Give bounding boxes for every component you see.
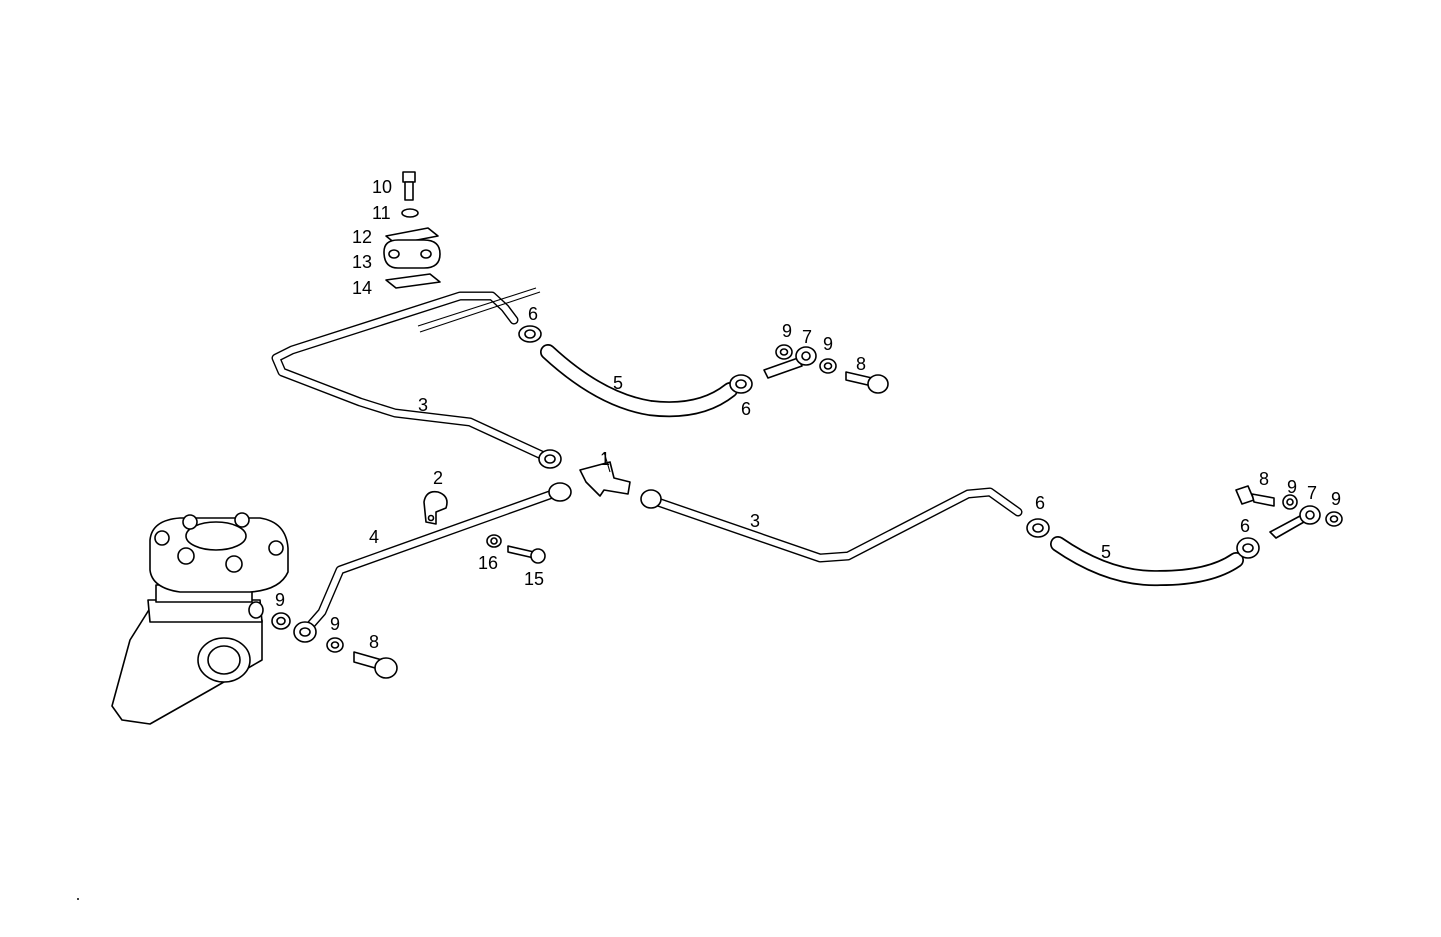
callout-5-a: 5	[613, 373, 623, 393]
callout-5-b: 5	[1101, 542, 1111, 562]
callout-6-a: 6	[528, 304, 538, 324]
banjo-fitting-upper	[763, 344, 889, 394]
callout-3-b: 3	[750, 511, 760, 531]
callout-7-a: 7	[802, 327, 812, 347]
callout-8-c: 8	[369, 632, 379, 652]
callout-9-c: 9	[1287, 477, 1297, 497]
hose-5-upper	[518, 325, 753, 418]
callout-16: 16	[478, 553, 498, 573]
callout-labels: 10 11 12 13 14 6 9 7 9 8 5 6 3 1 2 4 16 …	[275, 177, 1341, 652]
callout-12: 12	[352, 227, 372, 247]
scan-dot	[77, 898, 79, 900]
callout-6-c: 6	[1035, 493, 1045, 513]
banjo-fitting-lower	[1235, 485, 1343, 539]
callout-10: 10	[372, 177, 392, 197]
callout-9-d: 9	[1331, 489, 1341, 509]
callout-9-e: 9	[275, 590, 285, 610]
callout-6-b: 6	[741, 399, 751, 419]
callout-6-d: 6	[1240, 516, 1250, 536]
callout-14: 14	[352, 278, 372, 298]
callout-15: 15	[524, 569, 544, 589]
clamp-assembly	[383, 171, 441, 289]
callout-3-a: 3	[418, 395, 428, 415]
clip-2	[423, 490, 448, 525]
callout-4: 4	[369, 527, 379, 547]
callout-8-b: 8	[1259, 469, 1269, 489]
callout-7-b: 7	[1307, 483, 1317, 503]
callout-9-b: 9	[823, 334, 833, 354]
callout-9-a: 9	[782, 321, 792, 341]
callout-11: 11	[372, 203, 391, 223]
pump-housing	[111, 512, 291, 725]
callout-2: 2	[433, 468, 443, 488]
hose-5-lower	[1026, 518, 1260, 587]
pipe-3-upper	[271, 287, 562, 469]
pipe-4	[293, 482, 572, 643]
callout-8-a: 8	[856, 354, 866, 374]
callout-1: 1	[600, 449, 610, 469]
banjo-fitting-left	[326, 637, 398, 679]
callout-13: 13	[352, 252, 372, 272]
tee-fitting-1	[579, 451, 631, 497]
callout-9-f: 9	[330, 614, 340, 634]
bolt-15-washer-16	[486, 534, 546, 564]
pipe-3-lower	[640, 487, 1023, 563]
